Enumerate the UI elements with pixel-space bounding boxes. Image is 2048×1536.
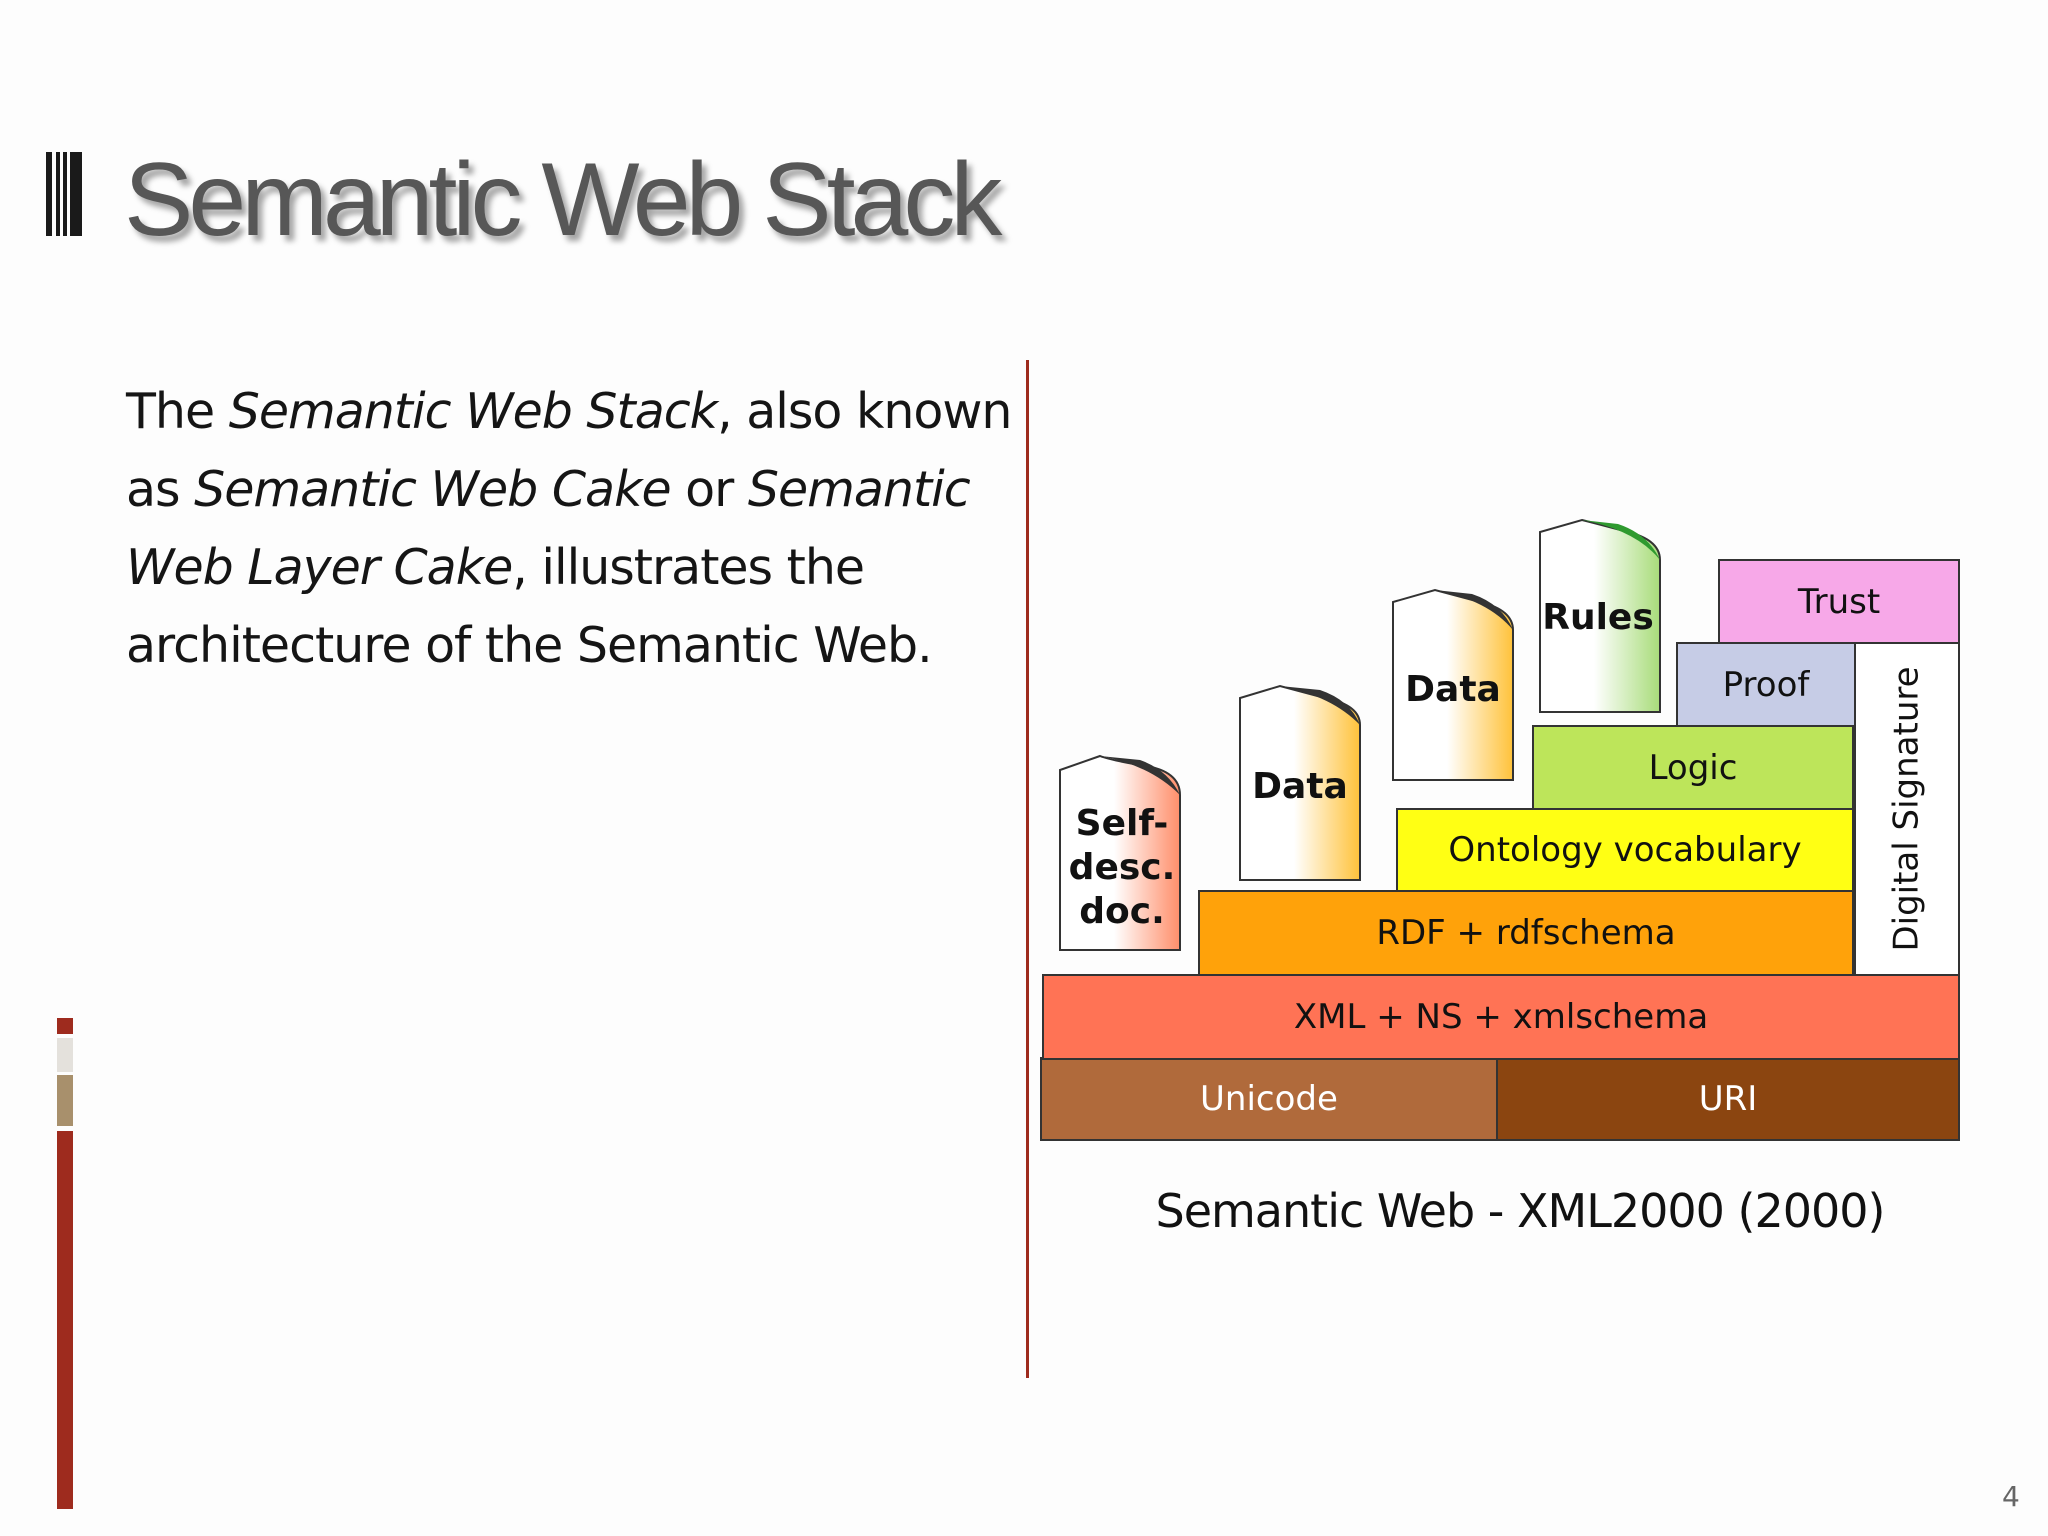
rules-doc-label: Rules [1542,597,1654,638]
layer-uri: URI [1496,1057,1960,1141]
layer-trust: Trust [1718,559,1960,644]
body-paragraph: The Semantic Web Stack, also known as Se… [126,373,1026,685]
self-desc-line-1: Self- [1075,803,1169,844]
slide-title: Semantic Web Stack [124,142,1002,258]
body-emphasis-1: Semantic Web Stack [228,383,718,440]
layer-logic-label: Logic [1648,747,1738,788]
page-number: 4 [2002,1480,2020,1513]
layer-unicode-label: Unicode [1200,1079,1338,1119]
layer-proof: Proof [1676,642,1856,727]
self-desc-line-3: doc. [1079,891,1165,932]
rules-doc-icon [1539,518,1661,713]
layer-digital-signature: Digital Signature [1854,642,1960,976]
data-doc-1-label: Data [1252,766,1348,807]
body-text-3: or [670,461,748,518]
layer-rdf: RDF + rdfschema [1198,890,1854,976]
semantic-web-stack-diagram: Unicode URI XML + NS + xmlschema RDF + r… [1040,518,1980,1160]
layer-xml: XML + NS + xmlschema [1042,974,1960,1060]
accent-bar-red-small [57,1018,73,1034]
layer-unicode: Unicode [1040,1057,1498,1141]
accent-bar-red-long [57,1131,73,1509]
self-desc-line-2: desc. [1068,847,1176,888]
data-doc-2-label: Data [1405,669,1501,710]
document-shapes [1059,518,1661,951]
body-text-2: , also known as [126,383,1012,518]
self-desc-doc-icon [1059,754,1181,951]
layer-ontology: Ontology vocabulary [1396,808,1854,892]
layer-ontology-label: Ontology vocabulary [1448,830,1802,870]
data-doc-2-icon [1392,588,1514,781]
layer-proof-label: Proof [1722,664,1810,705]
body-text-4: , illustrates the architecture of the Se… [126,539,933,674]
layer-xml-label: XML + NS + xmlschema [1293,997,1709,1037]
body-text-1: The [126,383,229,440]
accent-bar-light [57,1038,73,1072]
title-bars-icon [46,152,82,236]
data-doc-1-icon [1239,684,1361,881]
layer-logic: Logic [1532,725,1854,810]
layer-trust-label: Trust [1797,581,1881,622]
body-emphasis-2: Semantic Web Cake [194,461,671,518]
self-desc-doc-label: Self- desc. doc. [1064,802,1180,934]
accent-bar-tan [57,1075,73,1126]
layer-rdf-label: RDF + rdfschema [1376,913,1676,953]
body-emphasis-3: Semantic Web Layer Cake [126,461,971,596]
layer-uri-label: URI [1698,1079,1758,1119]
divider-line [1026,360,1029,1378]
diagram-caption: Semantic Web - XML2000 (2000) [1155,1184,1886,1238]
